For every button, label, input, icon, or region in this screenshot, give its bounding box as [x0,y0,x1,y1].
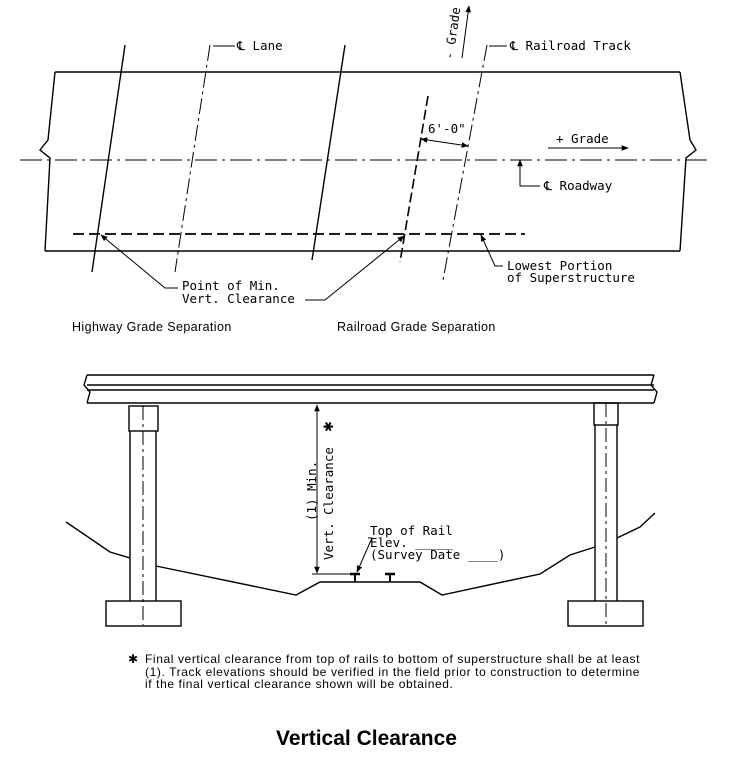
lowest-portion-leader [480,234,503,267]
offset-line [399,95,429,263]
plan-view [20,5,710,301]
clearance-note: ✱ Final vertical clearance from top of r… [128,653,648,691]
railroad-grade-separation-label: Railroad Grade Separation [337,320,496,334]
elevation-labels: (1) Min. Vert. Clearance ✱ Top of Rail E… [304,421,505,562]
break-right [679,71,697,252]
elevation-view [65,374,658,627]
top-of-rail-label-line2: Elev. _____ [370,535,453,550]
deck-break-left [83,374,91,404]
offset-dimension-line [420,137,469,148]
roadway-centerline-label: ℄ Roadway [543,178,613,193]
lane-centerline-label: ℄ Lane [236,38,283,53]
roadway-leader [517,159,540,187]
lane-centerline [174,44,211,273]
deck-break-right [650,374,658,404]
plan-labels: ℄ Lane ℄ Railroad Track - Grade + Grade … [72,6,635,334]
girder-line-1 [91,44,126,273]
offset-dimension-label: 6'-0" [428,121,466,136]
top-of-rail-label-line1: Top of Rail [370,523,453,538]
point-min-leader-left [100,234,178,289]
railroad-track-centerline [442,44,488,281]
minus-grade-label: - Grade [441,6,463,60]
lowest-portion-label-line1: Lowest Portion [507,258,612,273]
railroad-track-label: ℄ Railroad Track [509,38,631,53]
figure-caption: Vertical Clearance [276,727,457,750]
top-of-rail-leader [356,537,373,573]
plus-grade-label: + Grade [556,131,609,146]
note-asterisk: ✱ [128,652,139,666]
point-min-leader-right [305,235,405,301]
highway-grade-separation-label: Highway Grade Separation [72,320,232,334]
ground-profile-mid [155,546,596,596]
ground-profile-right [616,512,656,539]
girder-line-2 [311,44,346,261]
break-left [39,71,56,252]
clearance-asterisk: ✱ [322,421,337,432]
right-pier-footing [567,600,644,627]
left-pier-footing [105,600,182,627]
note-text: Final vertical clearance from top of rai… [145,652,641,691]
lowest-portion-label-line2: of Superstructure [507,270,635,285]
point-min-label-line1: Point of Min. [182,278,280,293]
min-label: (1) Min. [304,461,319,521]
top-of-rail-label-line3: (Survey Date ____) [370,547,505,562]
point-min-label-line2: Vert. Clearance [182,291,295,306]
ground-profile [65,521,131,559]
grade-arrow-up [461,5,471,59]
vert-clearance-label: Vert. Clearance [321,447,336,560]
